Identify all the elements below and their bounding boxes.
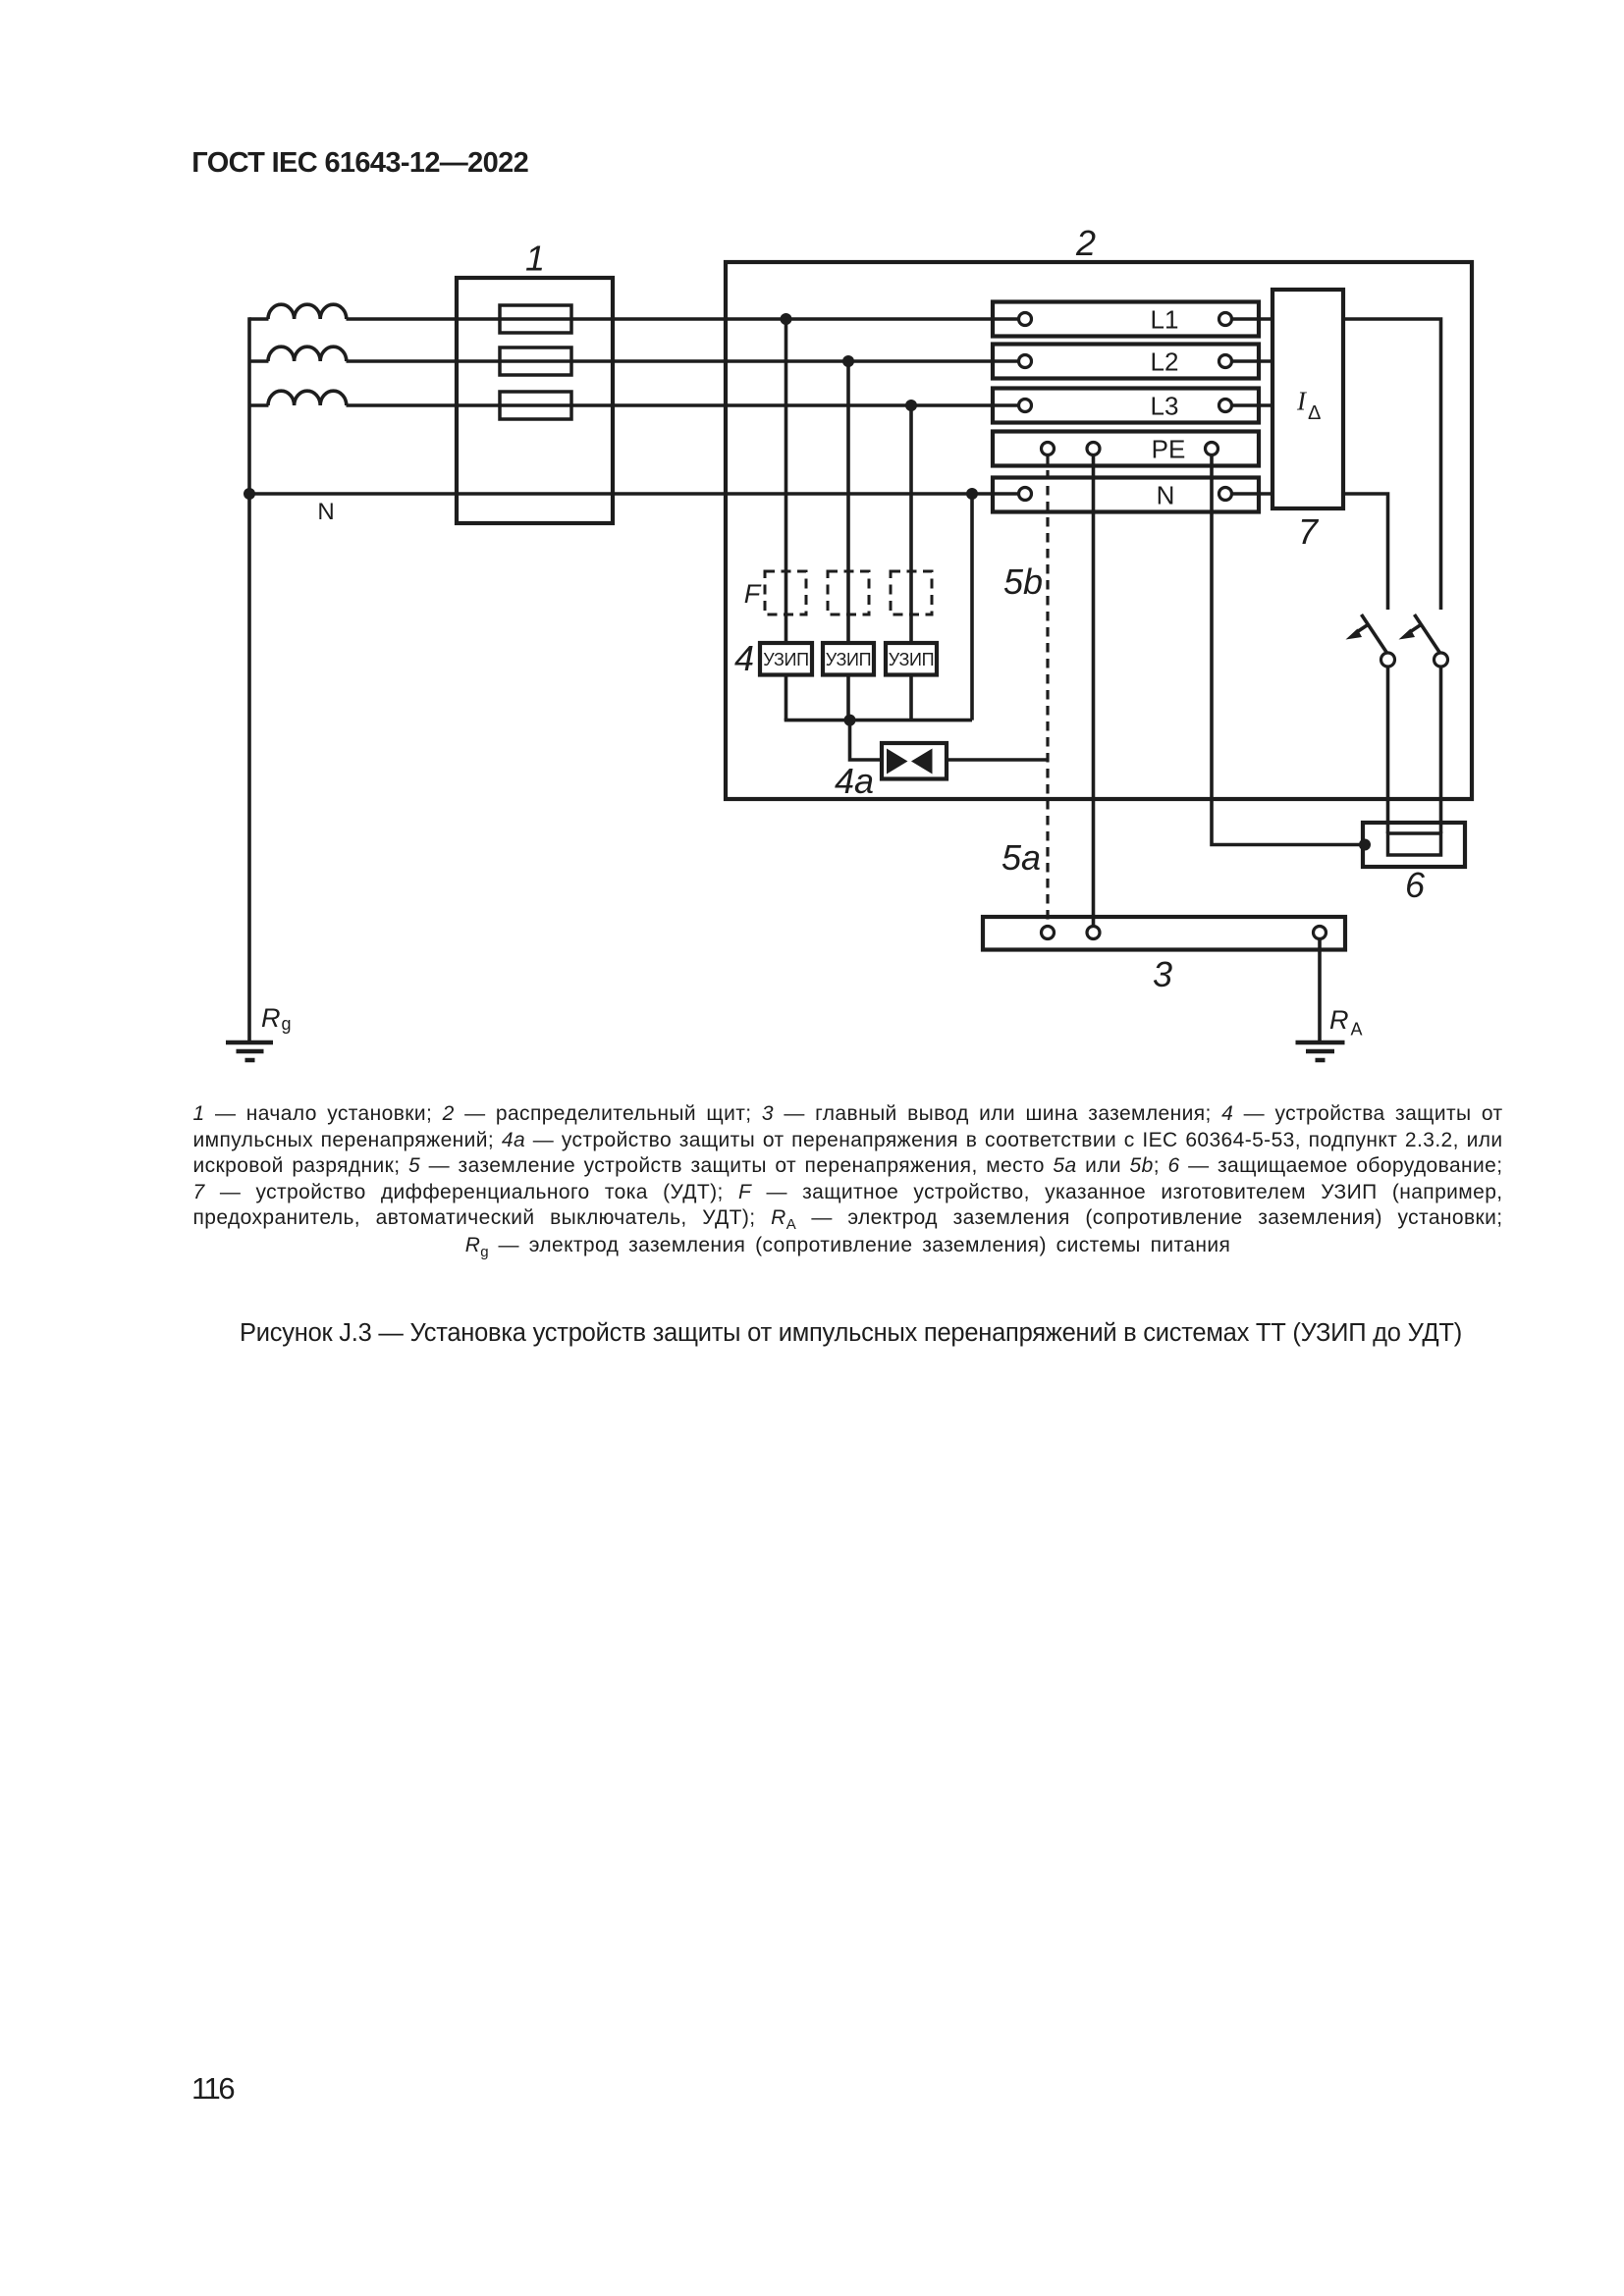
- svg-text:УЗИП: УЗИП: [826, 650, 872, 669]
- svg-text:2: 2: [1075, 223, 1096, 263]
- svg-text:A: A: [1351, 1020, 1363, 1040]
- svg-text:g: g: [282, 1014, 292, 1034]
- svg-text:УЗИП: УЗИП: [763, 650, 809, 669]
- svg-text:I: I: [1296, 387, 1308, 416]
- svg-text:УЗИП: УЗИП: [889, 650, 935, 669]
- svg-text:R: R: [1329, 1005, 1349, 1035]
- svg-text:Δ: Δ: [1308, 402, 1321, 424]
- svg-text:N: N: [1157, 481, 1175, 510]
- svg-text:5b: 5b: [1003, 561, 1043, 602]
- svg-text:4: 4: [734, 638, 754, 678]
- svg-text:5а: 5а: [1001, 837, 1041, 878]
- svg-text:N: N: [317, 499, 334, 525]
- svg-text:PE: PE: [1152, 435, 1186, 464]
- svg-text:L3: L3: [1151, 392, 1179, 421]
- svg-text:1: 1: [525, 239, 545, 279]
- svg-text:3: 3: [1153, 954, 1172, 994]
- svg-text:4а: 4а: [835, 761, 874, 801]
- svg-text:R: R: [261, 1003, 281, 1033]
- svg-text:L2: L2: [1151, 347, 1179, 377]
- svg-text:6: 6: [1405, 865, 1426, 905]
- svg-text:7: 7: [1298, 511, 1320, 552]
- svg-text:L1: L1: [1151, 305, 1179, 335]
- svg-text:F: F: [744, 579, 762, 609]
